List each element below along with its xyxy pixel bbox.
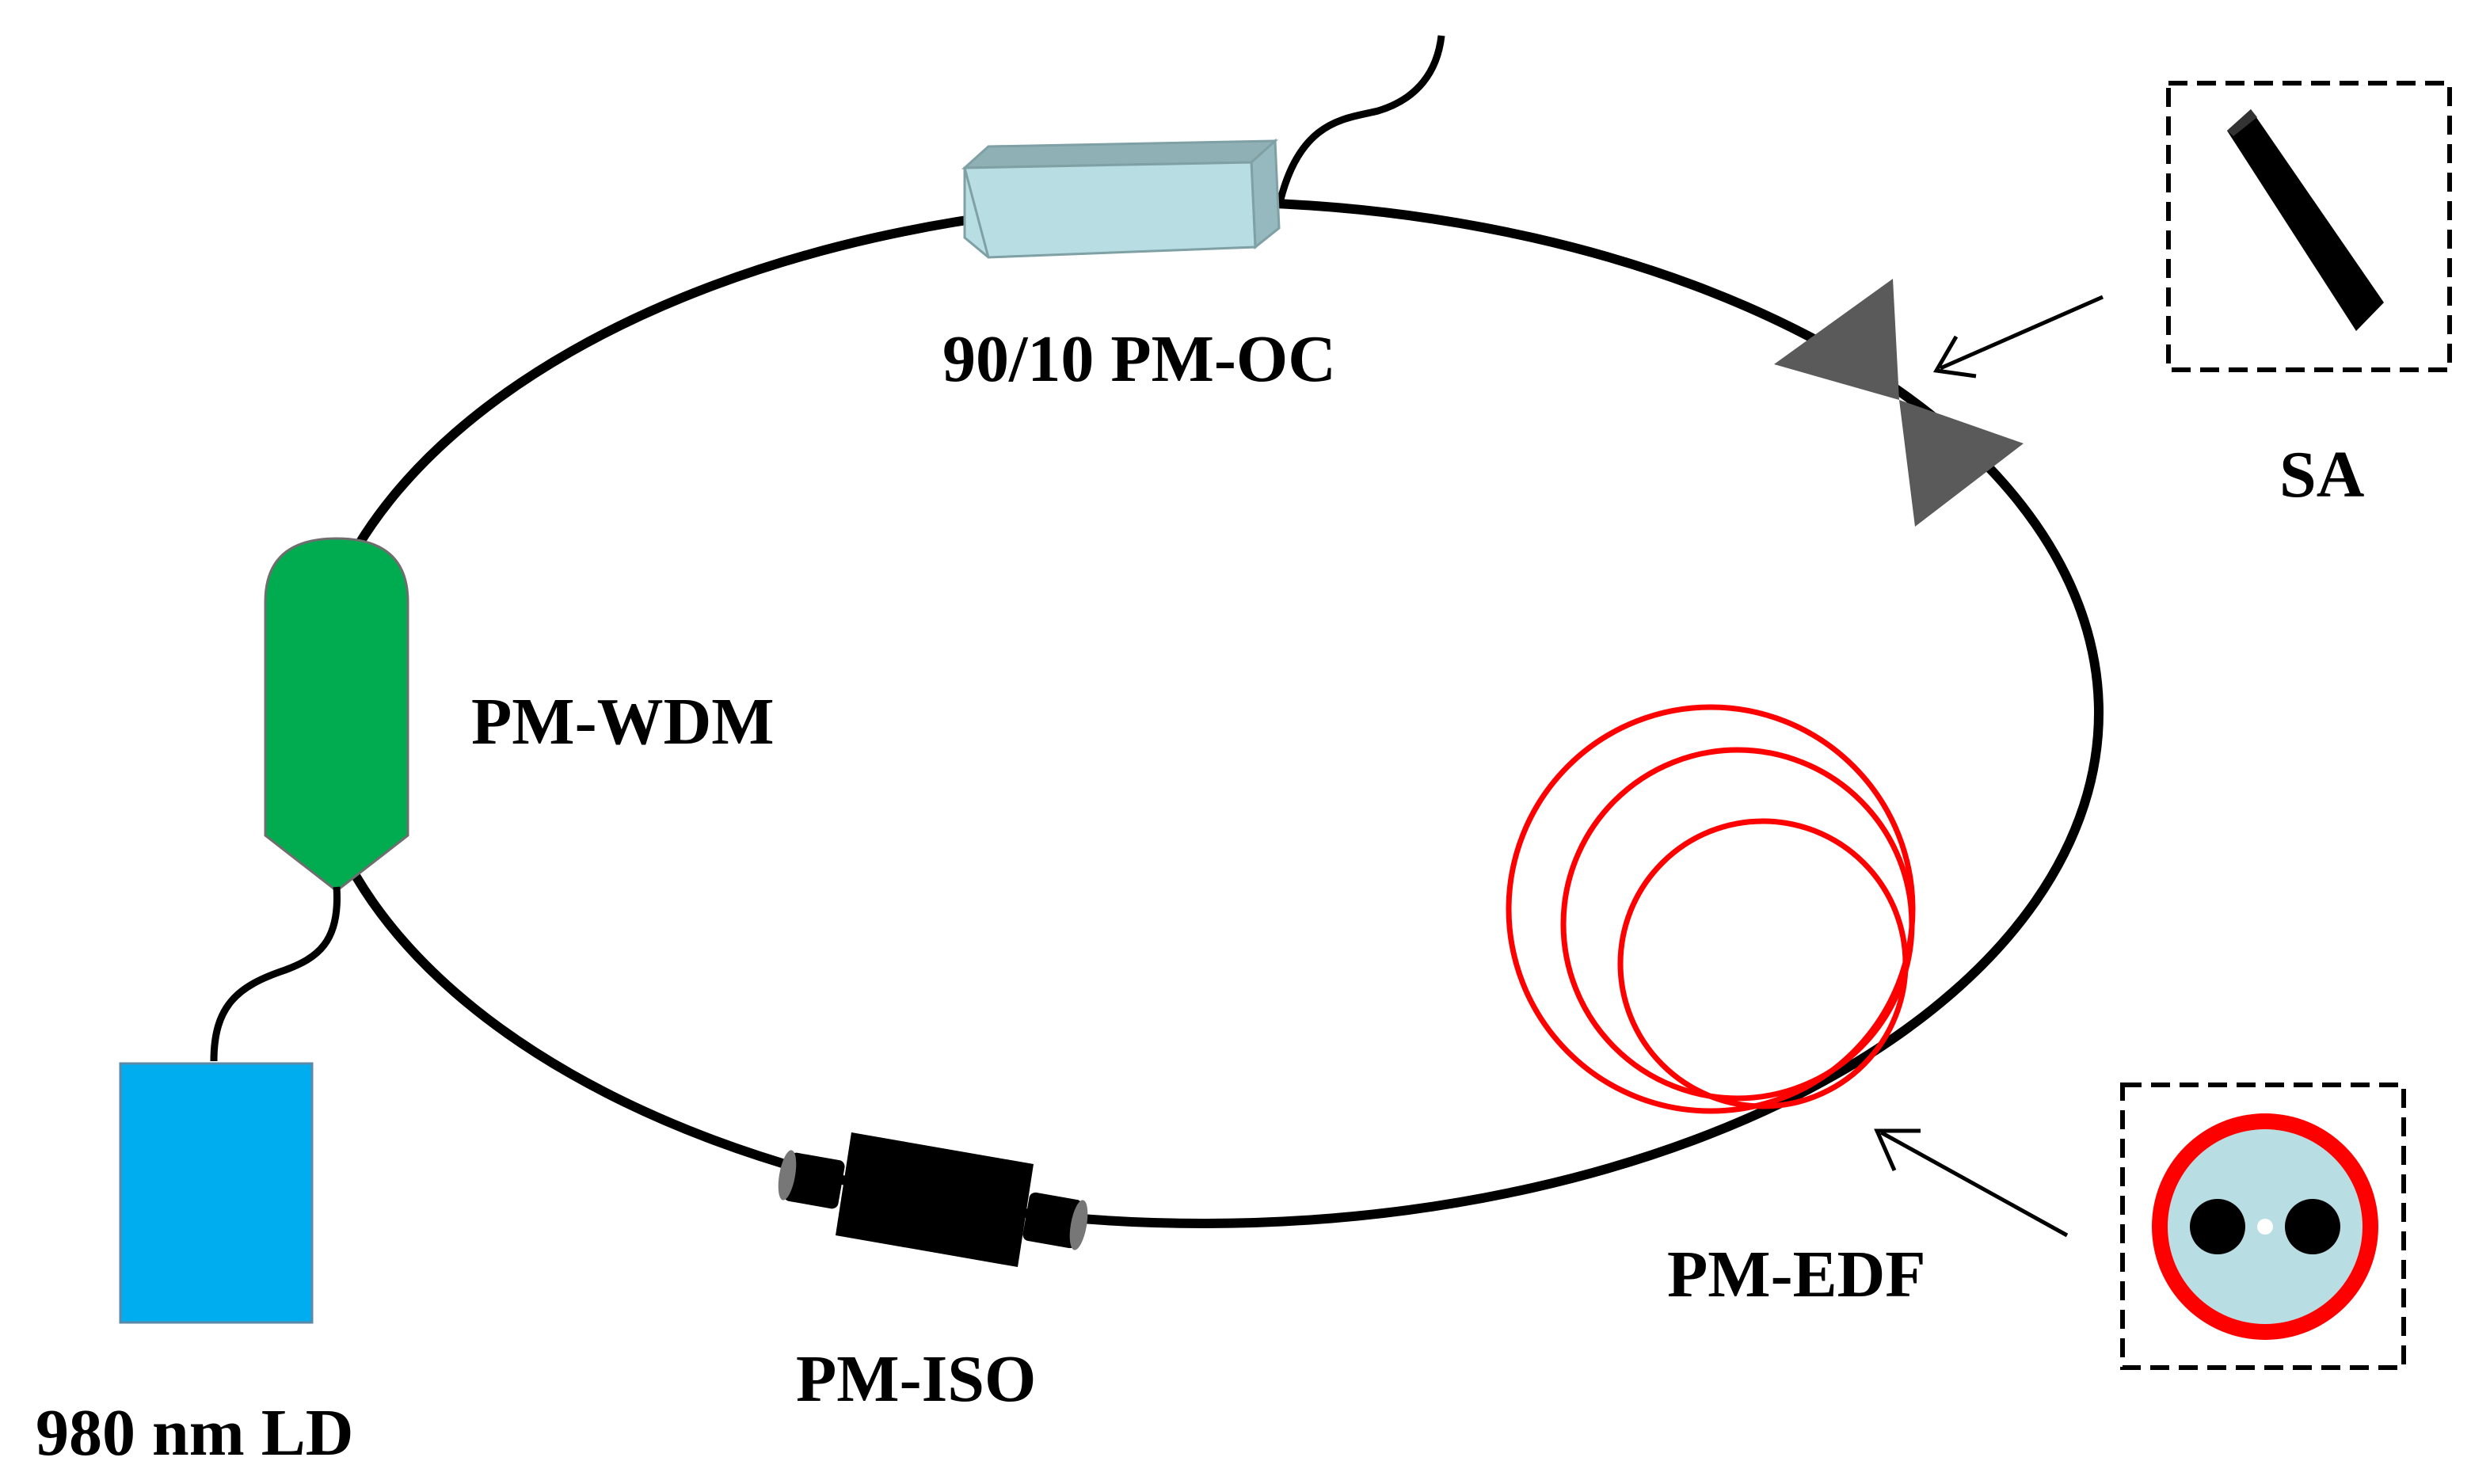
sa-bowtie-icon: [1774, 279, 2024, 527]
coupler-icon: [961, 138, 1281, 259]
isolator-label: PM-ISO: [796, 1342, 1037, 1416]
pump-fiber: [210, 886, 341, 1062]
sa-arrow: [1932, 295, 2104, 379]
output-fiber: [1275, 35, 1445, 207]
sa-inset: [2166, 81, 2452, 372]
edf-label: PM-EDF: [1667, 1238, 1926, 1311]
sa-label: SA: [2279, 438, 2365, 512]
edf-coil-icon: [1506, 704, 1916, 1114]
crystal-icon: [2227, 109, 2384, 331]
wdm-label: PM-WDM: [471, 685, 775, 759]
laser-diode-icon: [119, 1062, 314, 1324]
fiber-cross-section-icon: [2152, 1113, 2378, 1340]
edf-arrow: [1874, 1128, 2069, 1238]
wdm-icon: [264, 537, 409, 892]
isolator-icon: [778, 1132, 1088, 1267]
coupler-label: 90/10 PM-OC: [942, 322, 1336, 396]
edf-inset: [2120, 1083, 2406, 1370]
laser-label: 980 nm LD: [36, 1396, 354, 1470]
